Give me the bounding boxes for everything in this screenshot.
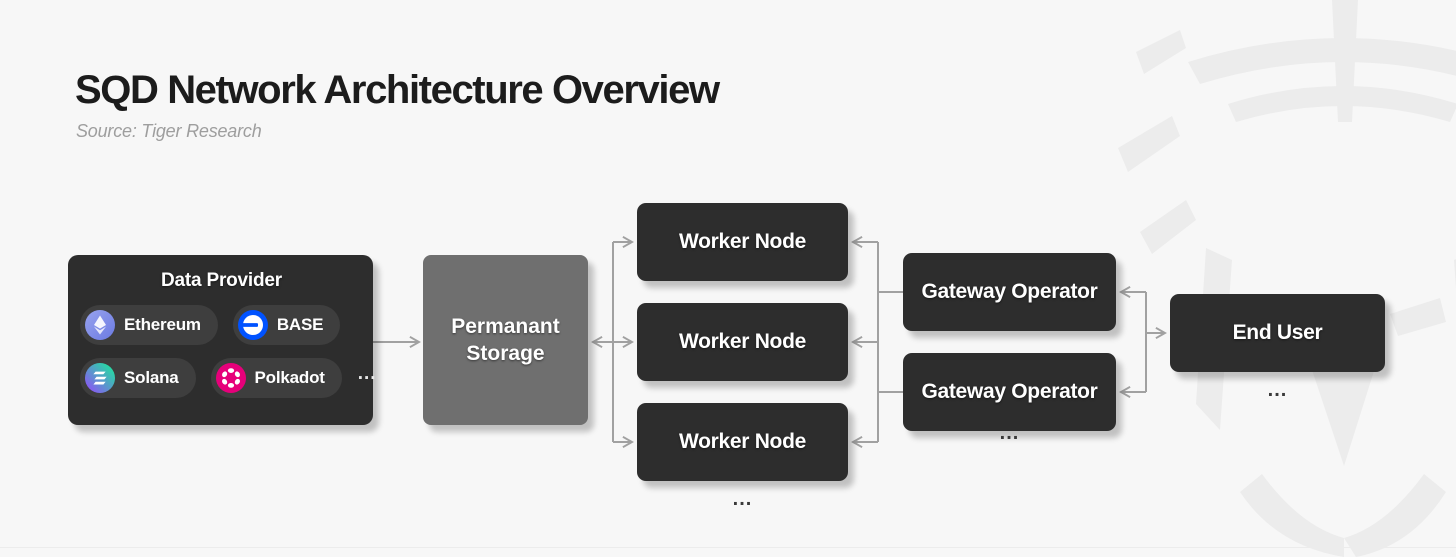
data-provider-title: Data Provider: [161, 270, 282, 291]
base-icon: [237, 310, 268, 340]
ethereum-icon: [85, 310, 115, 340]
worker-node-2: Worker Node: [637, 303, 848, 381]
gateway-operator-2: Gateway Operator: [903, 353, 1116, 431]
gateway-operator-1: Gateway Operator: [903, 253, 1116, 331]
chain-label: Ethereum: [124, 315, 201, 334]
chain-row-1: Ethereum BASE: [80, 305, 363, 345]
page-title: SQD Network Architecture Overview: [75, 68, 720, 112]
chain-label: BASE: [276, 315, 324, 334]
permanent-storage-node: Permanant Storage: [423, 255, 588, 425]
worker-node-1: Worker Node: [637, 203, 848, 281]
chain-chip-polkadot: Polkadot: [210, 358, 342, 398]
chains-more-ellipsis: ...: [357, 363, 377, 384]
chain-row-2: Solana Polkadot ...: [80, 358, 376, 398]
chain-label: Solana: [124, 368, 179, 387]
end-user-more-ellipsis: ...: [1267, 379, 1288, 401]
chain-label: Polkadot: [254, 368, 325, 387]
gateway-more-ellipsis: ...: [999, 422, 1020, 444]
source-caption: Source: Tiger Research: [76, 121, 262, 141]
chain-chip-base: BASE: [232, 305, 341, 345]
tiger-watermark: [1118, 0, 1456, 557]
worker-node-3: Worker Node: [637, 403, 848, 481]
solana-icon: [85, 363, 115, 393]
end-user-node: End User: [1170, 294, 1385, 372]
chain-chip-solana: Solana: [80, 358, 196, 398]
footer-divider: [0, 547, 1456, 548]
chain-chip-ethereum: Ethereum: [80, 305, 218, 345]
worker-more-ellipsis: ...: [732, 488, 753, 510]
data-provider-box: Data Provider Ethereum: [68, 255, 376, 425]
polkadot-icon: [215, 363, 246, 393]
